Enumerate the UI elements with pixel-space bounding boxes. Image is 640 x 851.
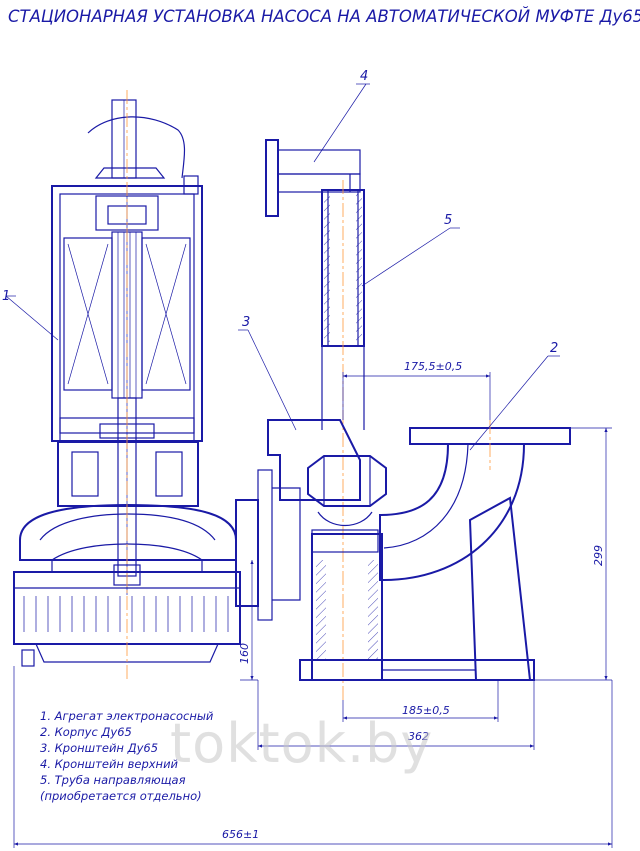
pump-unit (13, 90, 301, 680)
callout-2: 2 (550, 341, 558, 356)
housing-du65 (299, 420, 571, 681)
dim-base-offset: 185±0,5 (402, 704, 450, 717)
callout-leaders: 1 2 3 4 5 (2, 69, 560, 451)
drawing-title: СТАЦИОНАРНАЯ УСТАНОВКА НАСОСА НА АВТОМАТ… (8, 7, 640, 26)
dim-overall-width: 656±1 (222, 828, 259, 841)
dimensions: 175,5±0,5 299 160 185±0,5 362 656±1 (13, 360, 613, 848)
legend-item-3: 3. Кронштейн Ду65 (40, 741, 158, 755)
parts-legend: 1. Агрегат электронасосный 2. Корпус Ду6… (40, 709, 214, 803)
legend-item-5-note: (приобретается отдельно) (40, 789, 202, 803)
dim-top-offset: 175,5±0,5 (404, 360, 462, 373)
callout-3: 3 (242, 315, 250, 330)
legend-item-1: 1. Агрегат электронасосный (40, 709, 214, 723)
dim-height: 299 (592, 545, 605, 566)
legend-item-5: 5. Труба направляющая (40, 773, 186, 787)
legend-item-2: 2. Корпус Ду65 (40, 725, 132, 739)
callout-4: 4 (360, 69, 368, 84)
dim-base-width: 362 (408, 730, 429, 743)
guide-tube (321, 180, 365, 700)
callout-1: 1 (2, 289, 10, 304)
watermark: toktok.by (170, 712, 433, 775)
strainer-slots (23, 596, 229, 632)
bracket-du65 (267, 419, 387, 553)
upper-bracket (265, 139, 361, 217)
callout-5: 5 (444, 213, 452, 228)
dim-pump-height: 160 (238, 643, 251, 664)
legend-item-4: 4. Кронштейн верхний (40, 757, 179, 771)
